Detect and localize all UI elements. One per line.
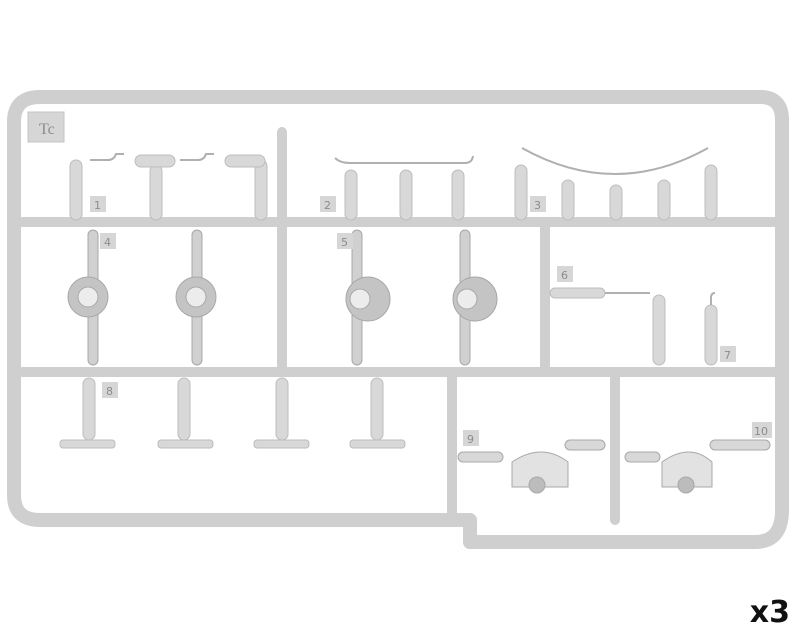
part-4 (67, 229, 217, 366)
part-number-label: 3 (534, 199, 541, 212)
part-8 (59, 377, 406, 449)
part-number-label: 2 (324, 199, 331, 212)
part-number-label: 9 (467, 433, 474, 446)
part-10 (624, 439, 771, 494)
part-number-label: 5 (341, 236, 348, 249)
part-number-label: 4 (104, 236, 111, 249)
part-7 (704, 292, 718, 366)
part-9 (457, 439, 606, 494)
part-2 (334, 155, 474, 221)
part-number-label: 7 (724, 349, 731, 362)
part-1 (69, 153, 268, 221)
quantity-label: x3 (749, 595, 790, 630)
part-6 (549, 287, 666, 366)
part-number-label: 6 (561, 269, 568, 282)
part-number-label: 1 (94, 199, 101, 212)
sprue-tag-label: Tc (39, 121, 55, 138)
part-number-label: 8 (106, 385, 113, 398)
part-5 (345, 229, 498, 366)
sprue-frame (7, 90, 789, 549)
part-number-label: 10 (754, 425, 768, 438)
sprue-tag: Tc (27, 111, 65, 143)
part-number-labels: 1 2 3 4 5 6 7 8 9 10 (90, 196, 772, 446)
part-3 (514, 147, 718, 221)
